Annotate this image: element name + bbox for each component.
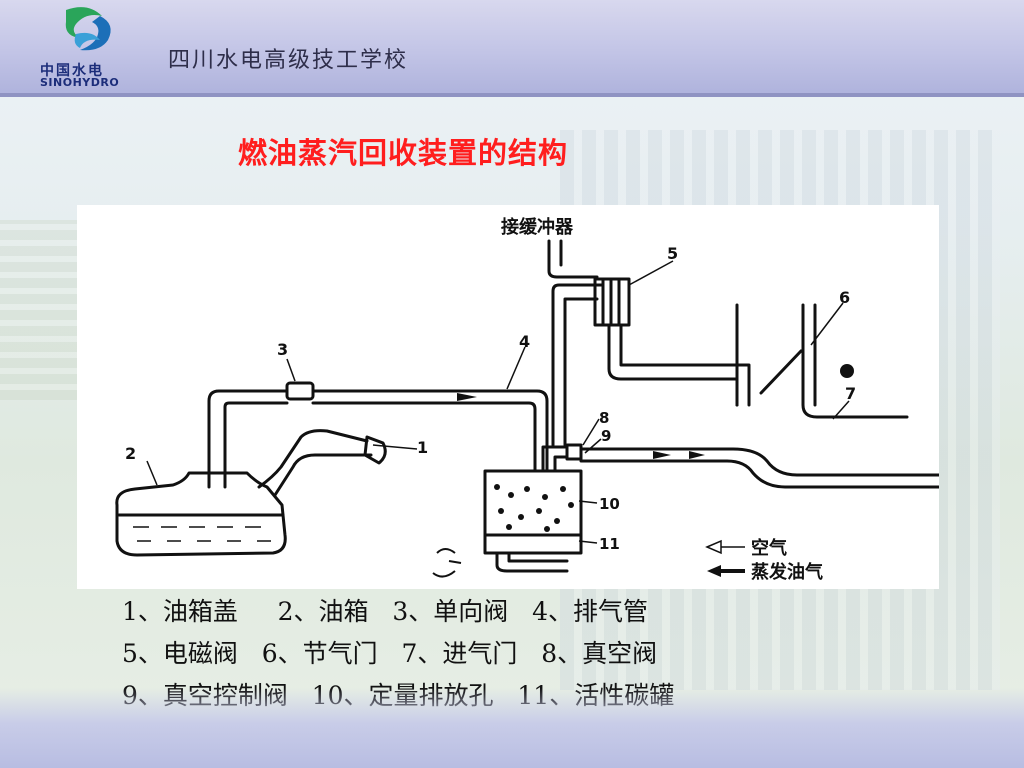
legend-air-label: 空气	[751, 537, 787, 559]
part-number-11: 11	[599, 535, 620, 553]
fuel-vapor-recovery-diagram: 1 2 3 4 5 6 7 8 9 10 11 接缓冲器 空气 蒸发油气	[115, 216, 939, 583]
part-number-9: 9	[601, 427, 611, 445]
diagram-panel: 1 2 3 4 5 6 7 8 9 10 11 接缓冲器 空气 蒸发油气	[77, 205, 939, 589]
part-number-4: 4	[519, 332, 530, 351]
vent-pipe	[207, 389, 289, 489]
footer-band	[0, 688, 1024, 768]
slide-title: 燃油蒸汽回收装置的结构	[238, 136, 569, 170]
throttle-plate	[759, 349, 803, 395]
header-band	[0, 0, 1024, 96]
throttle-pivot	[840, 364, 854, 378]
flow-legend: 空气 蒸发油气	[705, 537, 823, 583]
legend-vapor-label: 蒸发油气	[751, 561, 823, 583]
charcoal-canister	[483, 469, 583, 555]
part-number-2: 2	[125, 444, 136, 463]
part-number-5: 5	[667, 244, 678, 263]
fuel-tank	[115, 471, 287, 557]
part-number-7: 7	[845, 384, 856, 403]
part-number-3: 3	[277, 340, 288, 359]
legend-line-2: 5、电磁阀 6、节气门 7、进气门 8、真空阀	[122, 639, 658, 668]
legend-line-1: 1、油箱盖 2、油箱 3、单向阀 4、排气管	[122, 597, 649, 626]
filler-neck	[257, 429, 369, 489]
vacuum-valve	[565, 443, 583, 461]
part-number-8: 8	[599, 409, 609, 427]
fuel-cap	[363, 435, 387, 465]
sinohydro-logo-icon	[65, 7, 111, 51]
logo-english-text: SINOHYDRO	[40, 76, 120, 89]
part-number-10: 10	[599, 495, 620, 513]
header-divider	[0, 93, 1024, 97]
logo-chinese-text: 中国水电	[40, 63, 104, 79]
exhaust-pipe	[311, 389, 549, 473]
part-number-1: 1	[417, 438, 428, 457]
buffer-label: 接缓冲器	[501, 216, 574, 238]
check-valve	[285, 381, 315, 401]
school-name: 四川水电高级技工学校	[168, 48, 409, 73]
part-number-6: 6	[839, 288, 850, 307]
